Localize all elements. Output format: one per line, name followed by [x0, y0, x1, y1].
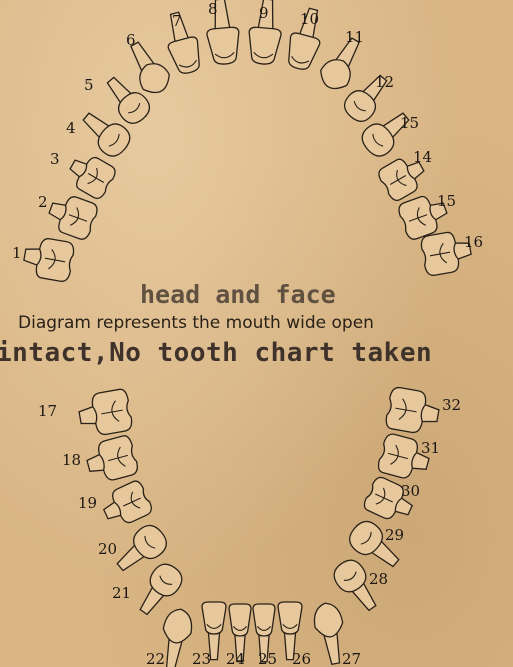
- tooth-32: [385, 386, 442, 436]
- tooth-number-label: 28: [369, 570, 388, 588]
- tooth-number-label: 8: [208, 0, 218, 18]
- tooth-number-label: 12: [375, 73, 394, 91]
- tooth-number-label: 27: [342, 650, 361, 667]
- tooth-number-label: 24: [226, 650, 245, 667]
- tooth-number-label: 7: [172, 12, 182, 30]
- tooth-crown: [161, 607, 194, 645]
- tooth-number-label: 14: [413, 148, 432, 166]
- tooth-number-label: 23: [192, 650, 211, 667]
- tooth-17: [76, 388, 133, 438]
- tooth-number-label: 21: [112, 584, 131, 602]
- tooth-crown: [246, 27, 281, 66]
- tooth-7: [160, 9, 205, 76]
- tooth-number-label: 4: [66, 119, 76, 137]
- tooth-number-label: 32: [442, 396, 461, 414]
- tooth-number-label: 29: [385, 526, 404, 544]
- tooth-crown: [253, 604, 275, 636]
- tooth-18: [83, 434, 139, 485]
- tooth-crown: [167, 36, 205, 77]
- caption-head-and-face: head and face: [140, 280, 336, 309]
- tooth-number-label: 20: [98, 540, 117, 558]
- caption-chart-note: intact,No tooth chart taken: [0, 338, 432, 368]
- caption-diagram-note: Diagram represents the mouth wide open: [18, 313, 374, 333]
- tooth-number-label: 30: [401, 482, 420, 500]
- tooth-crown: [283, 32, 321, 73]
- tooth-number-label: 17: [38, 402, 57, 420]
- tooth-number-label: 11: [345, 28, 364, 46]
- tooth-number-label: 3: [50, 150, 60, 168]
- tooth-crown: [206, 27, 241, 66]
- tooth-number-label: 18: [62, 451, 81, 469]
- tooth-number-label: 2: [38, 193, 48, 211]
- tooth-number-label: 16: [464, 233, 483, 251]
- tooth-number-label: 26: [292, 650, 311, 667]
- tooth-number-label: 25: [258, 650, 277, 667]
- tooth-number-label: 6: [126, 31, 136, 49]
- tooth-crown: [278, 602, 302, 634]
- tooth-number-label: 5: [84, 76, 94, 94]
- tooth-crown: [311, 601, 344, 639]
- tooth-19: [98, 479, 154, 531]
- tooth-number-label: 15: [437, 192, 456, 210]
- tooth-number-label: 19: [78, 494, 97, 512]
- tooth-number-label: 31: [421, 439, 440, 457]
- tooth-number-label: 1: [12, 244, 22, 262]
- tooth-number-label: 10: [300, 10, 319, 28]
- tooth-crown: [229, 604, 251, 636]
- tooth-1: [21, 235, 75, 283]
- upper-arch: [21, 0, 473, 283]
- tooth-number-label: 9: [259, 4, 269, 22]
- tooth-3: [64, 149, 118, 201]
- tooth-number-label: 15: [400, 114, 419, 132]
- tooth-crown: [202, 602, 226, 634]
- tooth-number-label: 22: [146, 650, 165, 667]
- tooth-2: [44, 190, 99, 241]
